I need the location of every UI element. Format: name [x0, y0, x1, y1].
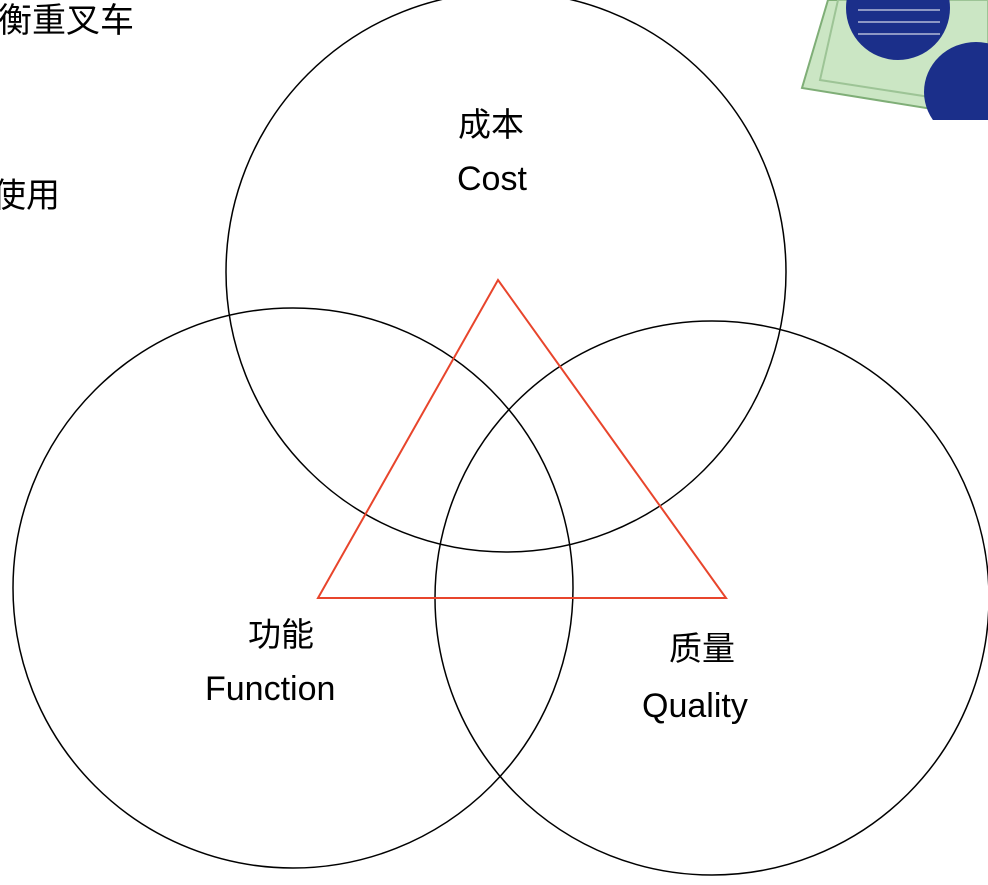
- cost-circle: [225, 0, 787, 553]
- slide-text-fragment-2: 使用: [0, 176, 60, 216]
- cost-label-en: Cost: [457, 160, 527, 198]
- quality-label-en: Quality: [642, 687, 748, 725]
- function-circle: [12, 307, 574, 869]
- logo-disc: [846, 0, 950, 60]
- logo-inner-frame: [818, 0, 988, 108]
- quality-label-zh: 质量: [669, 629, 735, 668]
- function-label-en: Function: [205, 670, 336, 708]
- logo-decoration: [800, 0, 988, 120]
- logo-lower-disc: [924, 42, 988, 120]
- balance-triangle: [316, 278, 728, 599]
- cost-label-zh: 成本: [458, 105, 524, 144]
- function-label-zh: 功能: [248, 615, 314, 654]
- slide-text-fragment-1: 衡重叉车: [0, 1, 134, 41]
